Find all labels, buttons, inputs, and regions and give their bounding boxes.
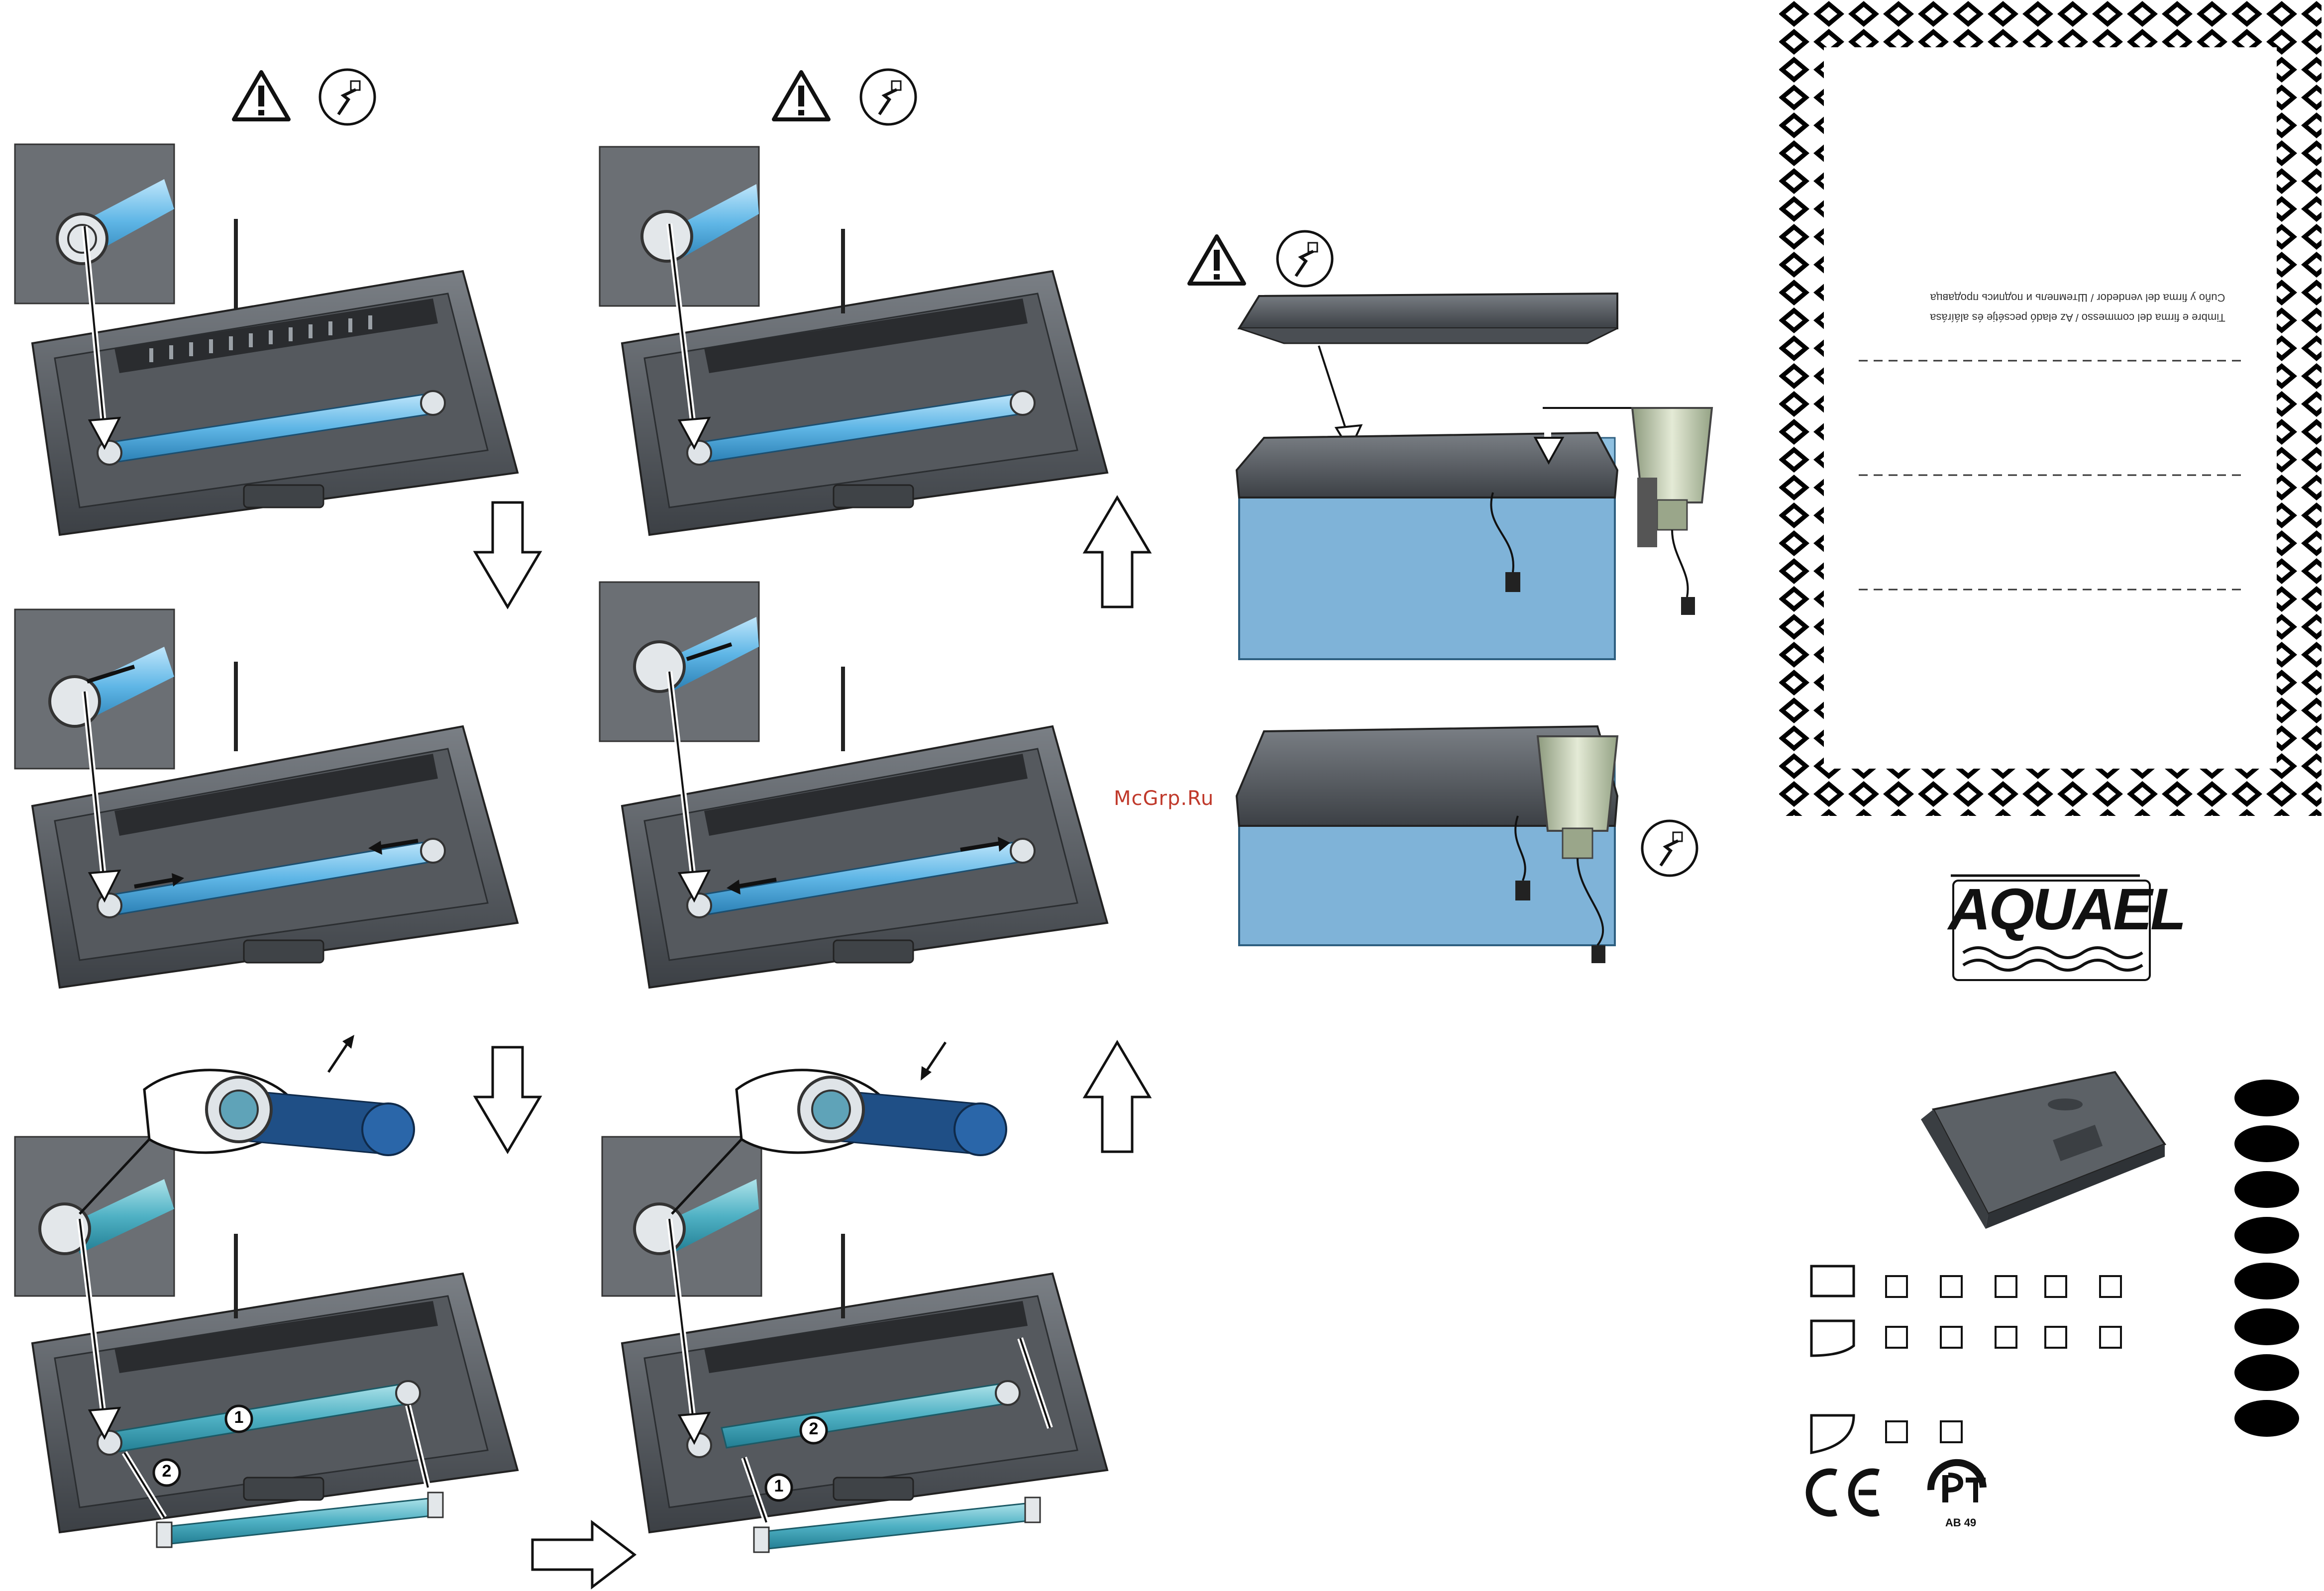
language-marker [2234, 1125, 2299, 1162]
lid-panel-3 [15, 1035, 518, 1547]
unplug-icon [861, 70, 916, 124]
warning-icon [234, 72, 289, 119]
step-marker-label: 2 [806, 1419, 821, 1439]
lid-panel-1 [15, 144, 518, 535]
arrow-right-icon [532, 1522, 634, 1587]
unplug-icon [320, 70, 375, 124]
language-marker [2234, 1171, 2299, 1208]
warranty-frame [1779, 0, 2322, 816]
language-marker [2234, 1308, 2299, 1345]
lid-panel-6 [602, 1042, 1107, 1552]
warning-icon [1189, 236, 1244, 284]
size-shape-corner [1811, 1415, 1854, 1453]
size-shape-rect [1811, 1266, 1854, 1296]
language-marker [2234, 1080, 2299, 1116]
lid-panel-2 [15, 609, 518, 988]
size-shape-bow [1811, 1321, 1854, 1356]
watermark-text: McGrp.Ru [1114, 787, 1214, 810]
step-marker-label: 2 [159, 1462, 174, 1481]
lid-panel-4 [600, 147, 1107, 535]
arrow-up-icon [1085, 1042, 1150, 1152]
language-marker [2234, 1354, 2299, 1391]
lid-panel-5 [600, 582, 1107, 988]
step-marker-label: 1 [231, 1408, 246, 1427]
size-checkbox [1886, 1276, 2121, 1442]
warning-icon [774, 72, 829, 119]
language-marker [2234, 1217, 2299, 1254]
aquarium-lid-install [1237, 294, 1712, 659]
step-marker-label: 1 [771, 1477, 786, 1496]
aquarium-assembled [1237, 726, 1617, 963]
stamp-label-2: Timbre e firma del commesso / Az eladó p… [1916, 311, 2239, 324]
rst-code: AB 49 [1938, 1516, 1983, 1529]
arrow-down-icon [475, 502, 540, 607]
product-lid-thumbnail [1921, 1072, 2165, 1229]
brand-logo: AQUAEL [1948, 876, 2157, 943]
language-marker [2234, 1263, 2299, 1299]
rst-mark [1931, 1463, 1986, 1502]
arrow-up-icon [1085, 497, 1150, 607]
stamp-label-1: Cuño y firma del vendedor / Штемпель и п… [1916, 291, 2239, 304]
ce-mark [1809, 1472, 1879, 1513]
unplug-icon [1277, 231, 1332, 286]
language-marker [2234, 1400, 2299, 1437]
unplug-icon [1642, 821, 1697, 876]
arrow-down-icon [475, 1047, 540, 1152]
